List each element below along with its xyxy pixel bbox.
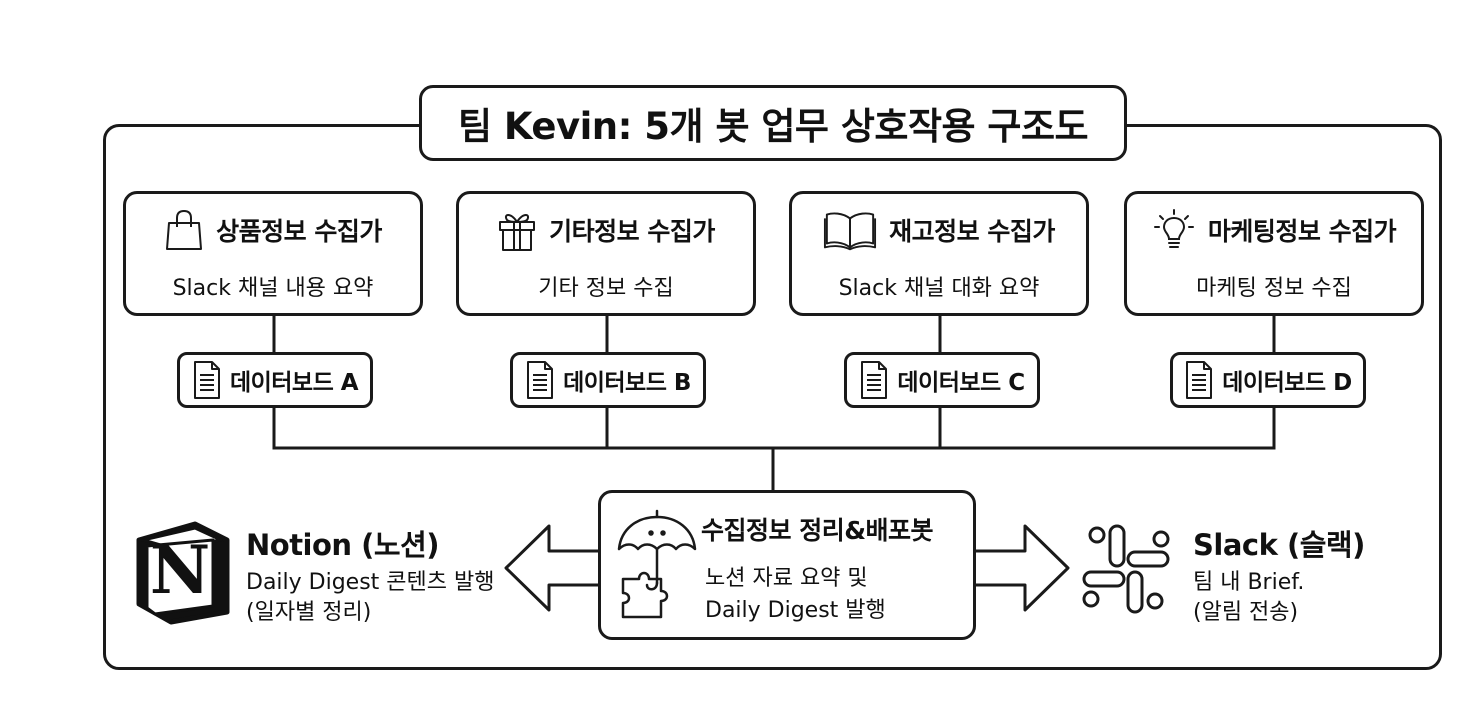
bot-name: 기타정보 수집가 xyxy=(549,217,715,246)
slack-line2: (알림 전송) xyxy=(1193,600,1299,625)
bot-other-info: 기타정보 수집가 기타 정보 수집 xyxy=(456,191,756,316)
document-icon xyxy=(861,361,888,399)
diagram-title: 팀 Kevin: 5개 봇 업무 상호작용 구조도 xyxy=(419,85,1127,161)
document-icon xyxy=(1186,361,1213,399)
bot-product-info: 상품정보 수집가 Slack 채널 내용 요약 xyxy=(123,191,423,316)
notion-line2: (일자별 정리) xyxy=(246,600,372,625)
data-board-label: 데이터보드 C xyxy=(897,370,1025,396)
bot-desc: 마케팅 정보 수집 xyxy=(1196,276,1352,301)
bot-name: 마케팅정보 수집가 xyxy=(1207,217,1397,246)
bot-inventory-info: 재고정보 수집가 Slack 채널 대화 요약 xyxy=(789,191,1089,316)
bot-name: 재고정보 수집가 xyxy=(889,217,1055,246)
data-board-b: 데이터보드 B xyxy=(510,352,706,408)
bot-marketing-info: 마케팅정보 수집가 마케팅 정보 수집 xyxy=(1124,191,1424,316)
center-distribution-bot: 수집정보 정리&배포봇 노션 자료 요약 및 Daily Digest 발행 xyxy=(598,490,976,640)
gift-icon xyxy=(499,214,536,251)
open-book-icon xyxy=(824,212,877,251)
bot-desc: Slack 채널 대화 요약 xyxy=(838,276,1040,301)
bot-desc: 기타 정보 수집 xyxy=(538,276,674,301)
slack-logo-icon xyxy=(1082,524,1170,614)
notion-line1: Daily Digest 콘텐츠 발행 xyxy=(246,570,495,595)
data-board-label: 데이터보드 A xyxy=(229,370,359,396)
slack-destination: Slack (슬랙) 팀 내 Brief. (알림 전송) xyxy=(1193,522,1365,628)
lightbulb-icon xyxy=(1153,209,1194,248)
notion-destination: Notion (노션) Daily Digest 콘텐츠 발행 (일자별 정리) xyxy=(246,522,495,628)
bot-desc: Slack 채널 내용 요약 xyxy=(172,276,374,301)
data-board-label: 데이터보드 D xyxy=(1222,370,1352,396)
center-desc-line1: 노션 자료 요약 및 xyxy=(705,566,868,591)
arrow-left-to-notion xyxy=(504,524,598,612)
document-icon xyxy=(193,361,220,399)
title-text: 팀 Kevin: 5개 봇 업무 상호작용 구조도 xyxy=(457,105,1089,148)
notion-logo-icon xyxy=(136,521,230,625)
slack-name: Slack (슬랙) xyxy=(1193,528,1365,562)
center-desc-line2: Daily Digest 발행 xyxy=(705,598,886,623)
notion-name: Notion (노션) xyxy=(246,528,440,562)
slack-line1: 팀 내 Brief. xyxy=(1193,570,1305,595)
arrow-right-to-slack xyxy=(976,524,1070,612)
umbrella-puzzle-icon xyxy=(617,509,697,619)
data-board-d: 데이터보드 D xyxy=(1170,352,1366,408)
data-board-c: 데이터보드 C xyxy=(844,352,1040,408)
notion-logo-letter: N xyxy=(149,531,211,609)
shopping-bag-icon xyxy=(166,209,203,250)
center-bot-desc: 노션 자료 요약 및 Daily Digest 발행 xyxy=(705,563,886,627)
data-board-label: 데이터보드 B xyxy=(563,370,691,396)
data-board-a: 데이터보드 A xyxy=(177,352,373,408)
document-icon xyxy=(527,361,554,399)
bot-name: 상품정보 수집가 xyxy=(216,217,382,246)
center-bot-name: 수집정보 정리&배포봇 xyxy=(701,516,934,545)
